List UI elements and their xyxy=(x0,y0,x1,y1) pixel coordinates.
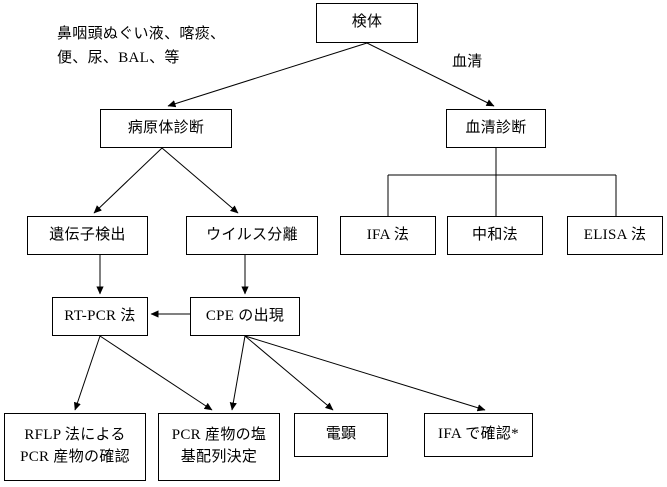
edge-pathogen-to-virus xyxy=(161,147,239,214)
node-rflp[interactable]: RFLP 法による PCR 産物の確認 xyxy=(4,413,146,481)
node-ifa-confirmation[interactable]: IFA で確認* xyxy=(424,413,533,457)
node-cpe-label: CPE の出現 xyxy=(205,307,285,324)
node-specimen-label: 検体 xyxy=(351,14,383,31)
edge-cpe-to-em xyxy=(244,335,334,411)
node-gene-detection-label: 遺伝子検出 xyxy=(49,226,126,243)
node-cpe[interactable]: CPE の出現 xyxy=(190,297,300,336)
node-virus-isolation[interactable]: ウイルス分離 xyxy=(186,216,318,255)
node-rflp-label-line-2: PCR 産物の確認 xyxy=(20,449,130,465)
edge-cpe-to-sequencing xyxy=(229,335,246,411)
edge-cpe-to-ifa-confirm xyxy=(244,335,486,412)
edge-rtpcr-to-sequencing xyxy=(99,335,213,411)
annotation-serum-label-line-1: 血清 xyxy=(452,54,483,70)
annotation-specimen-types: 鼻咽頭ぬぐい液、喀痰、 便、尿、BAL、等 xyxy=(57,22,225,70)
edge-rtpcr-to-rflp xyxy=(73,335,101,411)
node-serology-diagnosis[interactable]: 血清診断 xyxy=(446,109,546,148)
edge-pathogen-to-gene xyxy=(93,147,163,214)
node-sequencing-label-line-2: 基配列決定 xyxy=(180,449,258,465)
annotation-specimen-types-line-2: 便、尿、BAL、等 xyxy=(57,50,180,66)
node-electron-microscopy-label: 電顕 xyxy=(325,426,357,443)
node-neutralization-method-label: 中和法 xyxy=(472,226,518,243)
node-electron-microscopy[interactable]: 電顕 xyxy=(294,413,388,457)
node-serology-diagnosis-label: 血清診断 xyxy=(465,119,527,136)
node-pathogen-diagnosis[interactable]: 病原体診断 xyxy=(100,109,232,148)
node-pathogen-diagnosis-label: 病原体診断 xyxy=(127,119,205,136)
node-ifa-method-label: IFA 法 xyxy=(366,226,410,243)
node-rflp-label-line-1: RFLP 法による xyxy=(24,427,126,444)
node-neutralization-method[interactable]: 中和法 xyxy=(447,216,543,255)
node-virus-isolation-label: ウイルス分離 xyxy=(206,226,298,243)
node-rt-pcr-label: RT-PCR 法 xyxy=(64,307,136,324)
node-sequencing[interactable]: PCR 産物の塩 基配列決定 xyxy=(158,413,280,481)
node-rt-pcr[interactable]: RT-PCR 法 xyxy=(52,297,148,336)
node-gene-detection[interactable]: 遺伝子検出 xyxy=(27,216,148,255)
node-elisa-method-label: ELISA 法 xyxy=(583,226,647,243)
annotation-serum-label: 血清 xyxy=(452,50,483,74)
node-specimen[interactable]: 検体 xyxy=(316,3,418,43)
node-ifa-method[interactable]: IFA 法 xyxy=(340,216,436,255)
node-elisa-method[interactable]: ELISA 法 xyxy=(567,216,663,255)
node-ifa-confirmation-label: IFA で確認* xyxy=(438,426,519,443)
annotation-specimen-types-line-1: 鼻咽頭ぬぐい液、喀痰、 xyxy=(57,26,226,42)
node-sequencing-label-line-1: PCR 産物の塩 xyxy=(171,427,267,444)
